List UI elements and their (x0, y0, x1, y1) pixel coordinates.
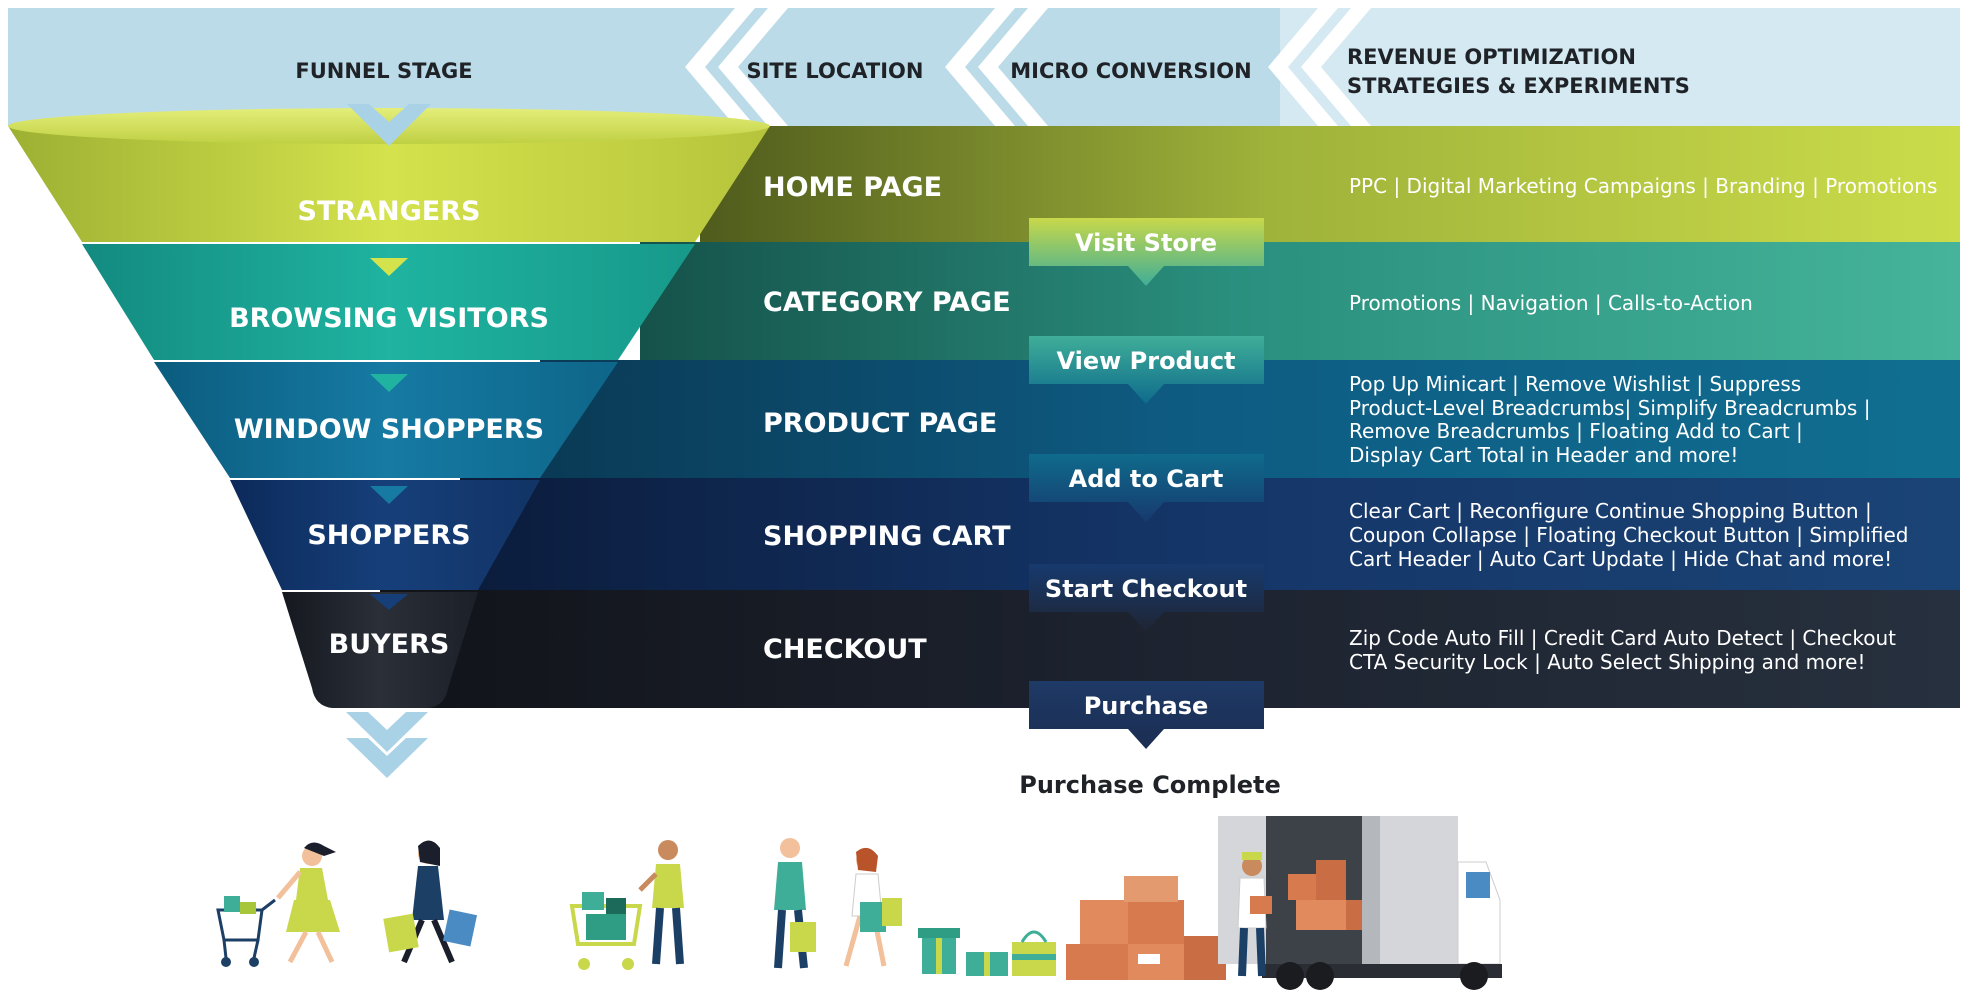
site-label-category-page: CATEGORY PAGE (763, 287, 1011, 318)
funnel-segment-5 (282, 592, 478, 708)
funnel-segment-4 (230, 480, 540, 590)
header-background-right (1280, 8, 1960, 126)
header-revenue-line2: STRATEGIES & EXPERIMENTS (1347, 74, 1690, 98)
micro-box-add-to-cart: Add to Cart (1029, 454, 1264, 522)
micro-label-start-checkout: Start Checkout (1045, 575, 1247, 603)
strategy-product-line-1: Pop Up Minicart | Remove Wishlist | Supp… (1349, 372, 1801, 396)
micro-box-start-checkout: Start Checkout (1029, 564, 1264, 632)
site-label-shopping-cart: SHOPPING CART (763, 521, 1011, 552)
illustrations (216, 816, 1502, 990)
strategy-product-line-3: Remove Breadcrumbs | Floating Add to Car… (1349, 419, 1803, 443)
funnel-label-shoppers: SHOPPERS (307, 520, 470, 551)
header-micro-conversion: MICRO CONVERSION (1010, 59, 1251, 83)
header-chevrons (685, 8, 1371, 126)
man-with-cart-illustration (569, 840, 684, 970)
funnel-label-browsing-visitors: BROWSING VISITORS (229, 303, 549, 334)
micro-conversion-boxes: Visit Store View Product Add to Cart Sta… (1029, 218, 1264, 749)
funnel-segment-2 (82, 244, 695, 360)
strategy-checkout-line-2: CTA Security Lock | Auto Select Shipping… (1349, 650, 1865, 674)
bottom-down-arrow (346, 712, 428, 778)
site-label-home-page: HOME PAGE (763, 172, 942, 203)
site-location-labels: HOME PAGE CATEGORY PAGE PRODUCT PAGE SHO… (763, 172, 1011, 665)
strategy-category-line-1: Promotions | Navigation | Calls-to-Actio… (1349, 291, 1753, 315)
strategy-product-line-2: Product-Level Breadcrumbs| Simplify Brea… (1349, 396, 1870, 420)
strategy-product-line-4: Display Cart Total in Header and more! (1349, 443, 1738, 467)
site-label-checkout: CHECKOUT (763, 634, 927, 665)
micro-box-view-product: View Product (1029, 336, 1264, 404)
purchase-complete-label: Purchase Complete (1019, 771, 1280, 799)
cardboard-boxes-illustration (1066, 876, 1226, 980)
header-funnel-stage: FUNNEL STAGE (295, 59, 472, 83)
strategy-home-line-1: PPC | Digital Marketing Campaigns | Bran… (1349, 174, 1937, 198)
funnel-label-window-shoppers: WINDOW SHOPPERS (234, 414, 544, 445)
micro-label-visit-store: Visit Store (1075, 229, 1217, 257)
gift-boxes-illustration (918, 928, 1056, 976)
funnel-segment-1 (8, 126, 770, 242)
header-site-location: SITE LOCATION (746, 59, 923, 83)
delivery-truck-illustration (1218, 816, 1502, 990)
micro-box-visit-store: Visit Store (1029, 218, 1264, 286)
strategy-cart-line-1: Clear Cart | Reconfigure Continue Shoppi… (1349, 499, 1872, 523)
funnel-label-buyers: BUYERS (329, 629, 450, 660)
strategy-cart-line-3: Cart Header | Auto Cart Update | Hide Ch… (1349, 547, 1892, 571)
row-band-1 (700, 126, 1960, 242)
strategy-texts: PPC | Digital Marketing Campaigns | Bran… (1349, 174, 1937, 674)
funnel-segment-3 (154, 362, 618, 478)
funnel-label-strangers: STRANGERS (298, 196, 481, 227)
micro-label-view-product: View Product (1056, 347, 1235, 375)
header-revenue-line1: REVENUE OPTIMIZATION (1347, 45, 1636, 69)
row-band-2 (640, 242, 1960, 360)
micro-label-purchase: Purchase (1084, 692, 1209, 720)
funnel-labels: STRANGERS BROWSING VISITORS WINDOW SHOPP… (229, 196, 549, 660)
micro-label-add-to-cart: Add to Cart (1069, 465, 1224, 493)
top-down-arrow (347, 104, 431, 146)
shopper-with-bags-illustration (383, 840, 478, 964)
strategy-cart-line-2: Coupon Collapse | Floating Checkout Butt… (1349, 523, 1908, 547)
strategy-checkout-line-1: Zip Code Auto Fill | Credit Card Auto De… (1349, 626, 1896, 650)
micro-box-purchase: Purchase (1029, 681, 1264, 749)
header-bar: FUNNEL STAGE SITE LOCATION MICRO CONVERS… (8, 8, 1960, 126)
funnel (8, 104, 770, 708)
couple-with-bags-illustration (774, 838, 902, 969)
funnel-notches (370, 258, 408, 610)
shopper-with-cart-illustration (216, 842, 340, 967)
site-label-product-page: PRODUCT PAGE (763, 408, 997, 439)
